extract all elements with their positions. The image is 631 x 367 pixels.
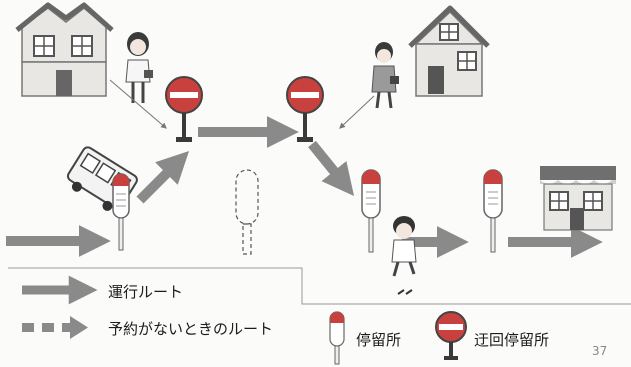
route-arrow: [308, 140, 355, 196]
bus-stop-icon: [361, 169, 381, 253]
legend-regular-stop-label: 停留所: [356, 331, 402, 349]
passenger-child-icon: [391, 216, 417, 295]
walk-arrow: [339, 95, 375, 129]
legend-no-booking-label: 予約がないときのルート: [108, 320, 274, 338]
bus-stop-icon: [483, 169, 503, 253]
legend-border: [8, 267, 631, 305]
house-icon: [15, 2, 114, 97]
legend-bus-stop-icon: [329, 311, 345, 365]
skipped-stop-icon: [235, 169, 259, 255]
walk-arrow: [109, 79, 167, 129]
page-number: 37: [592, 344, 608, 358]
detour-stop-icon: [165, 76, 203, 142]
route-arrows: [6, 115, 603, 259]
legend-dashed-arrow: [22, 316, 88, 339]
store-icon: [540, 166, 616, 231]
passenger-woman-icon: [371, 42, 399, 109]
bus-stop-icon: [112, 173, 130, 251]
passenger-woman-icon: [125, 32, 153, 103]
route-arrow: [136, 150, 190, 204]
legend-route-label: 運行ルート: [108, 283, 184, 301]
legend-detour-stop-icon: [435, 311, 467, 360]
detour-stop-icon: [286, 76, 324, 142]
legend-detour-stop-label: 迂回停留所: [474, 331, 550, 349]
house-icon: [408, 5, 490, 97]
